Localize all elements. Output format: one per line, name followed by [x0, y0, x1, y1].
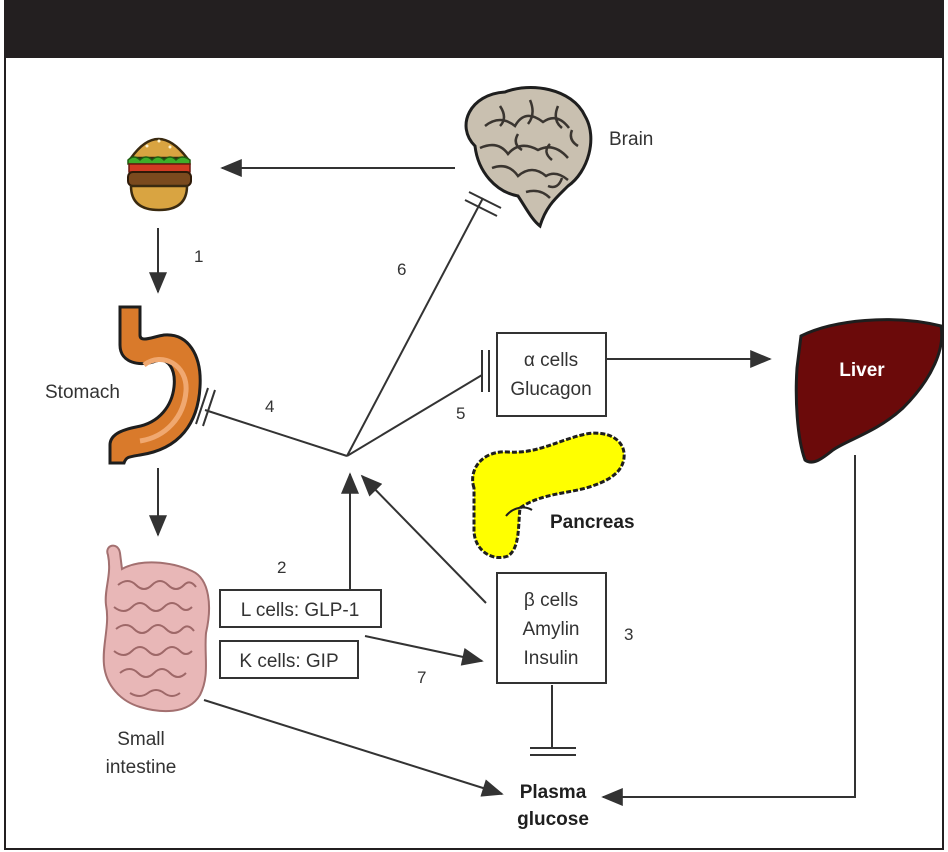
stomach-icon: [110, 307, 200, 463]
beta-cells-text: β cells: [524, 590, 578, 611]
step-number-7: 7: [417, 668, 426, 687]
small-intestine-icon: [104, 546, 209, 712]
pancreas-icon: [473, 433, 625, 557]
step-number-2: 2: [277, 558, 286, 577]
step-number-1: 1: [194, 247, 203, 266]
arrow-liver-to-glucose: [603, 455, 855, 797]
small-intestine-label-line2: intestine: [106, 757, 177, 778]
l-cells-text: L cells: GLP-1: [241, 600, 360, 621]
burger-icon: [128, 139, 191, 210]
arrow-incretin-to-beta: [365, 636, 482, 661]
arrow-intestine-to-glucose: [204, 700, 502, 794]
brain-label: Brain: [609, 129, 653, 150]
step-number-4: 4: [265, 397, 274, 416]
glucagon-text: Glucagon: [510, 379, 591, 400]
plasma-glucose-label-line1: Plasma: [520, 782, 587, 803]
liver-icon: [796, 320, 941, 462]
step-number-6: 6: [397, 260, 406, 279]
inhibit-bar-brain-2: [469, 192, 501, 208]
plasma-glucose-label-line2: glucose: [517, 809, 589, 830]
insulin-text: Insulin: [524, 648, 579, 669]
brain-icon: [466, 87, 591, 226]
alpha-cells-box: [497, 333, 606, 416]
stomach-label: Stomach: [45, 382, 120, 403]
small-intestine-label-line1: Small: [117, 729, 165, 750]
step-number-5: 5: [456, 404, 465, 423]
k-cells-text: K cells: GIP: [239, 651, 338, 672]
pancreas-label: Pancreas: [550, 512, 635, 533]
alpha-cells-text: α cells: [524, 350, 578, 371]
arrow-beta-to-hub: [362, 476, 486, 603]
amylin-text: Amylin: [522, 619, 579, 640]
liver-label: Liver: [839, 360, 885, 381]
inhibit-line-stomach: [205, 410, 347, 456]
step-number-3: 3: [624, 625, 633, 644]
